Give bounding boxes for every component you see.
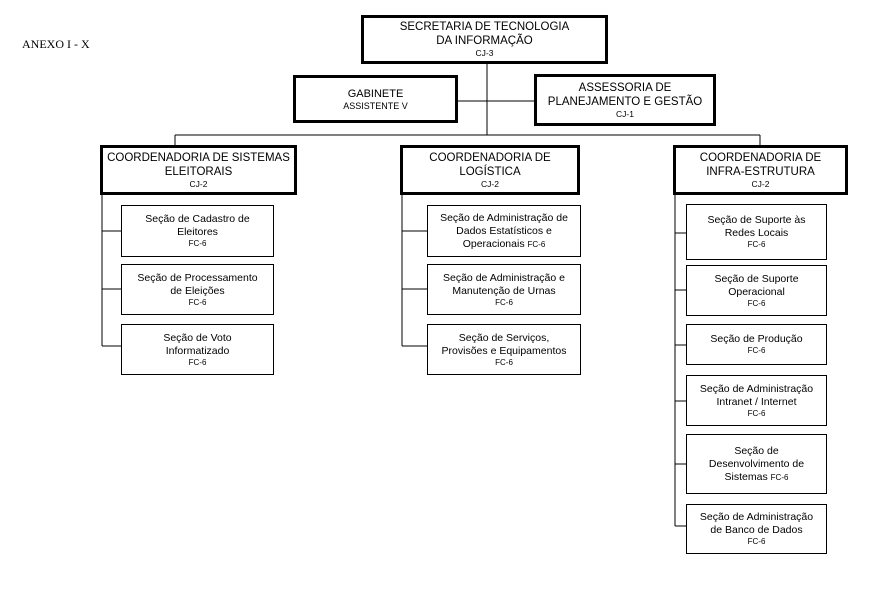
assessoria-box: ASSESSORIA DE PLANEJAMENTO E GESTÃO CJ-1 xyxy=(534,74,716,126)
coord-infra-box: COORDENADORIA DE INFRA-ESTRUTURA CJ-2 xyxy=(673,145,848,195)
coord-logistica-box: COORDENADORIA DE LOGÍSTICA CJ-2 xyxy=(400,145,580,195)
section-voto-informatizado: Seção de Voto Informatizado FC-6 xyxy=(121,324,274,375)
coord-sistemas-box: COORDENADORIA DE SISTEMAS ELEITORAIS CJ-… xyxy=(100,145,297,195)
section-cadastro-eleitores: Seção de Cadastro de Eleitores FC-6 xyxy=(121,205,274,257)
section-servicos-provisoes: Seção de Serviços, Provisões e Equipamen… xyxy=(427,324,581,375)
section-suporte-redes: Seção de Suporte às Redes Locais FC-6 xyxy=(686,204,827,260)
section-suporte-operacional: Seção de Suporte Operacional FC-6 xyxy=(686,265,827,316)
section-banco-dados: Seção de Administração de Banco de Dados… xyxy=(686,504,827,554)
section-manutencao-urnas: Seção de Administração e Manutenção de U… xyxy=(427,264,581,315)
section-processamento-eleicoes: Seção de Processamento de Eleições FC-6 xyxy=(121,264,274,315)
section-producao: Seção de Produção FC-6 xyxy=(686,324,827,365)
root-secretaria-box: SECRETARIA DE TECNOLOGIA DA INFORMAÇÃO C… xyxy=(361,15,608,64)
section-intranet-internet: Seção de Administração Intranet / Intern… xyxy=(686,375,827,426)
gabinete-box: GABINETE ASSISTENTE V xyxy=(293,75,458,123)
annex-label: ANEXO I - X xyxy=(22,37,90,51)
section-desenvolvimento-sistemas: Seção de Desenvolvimento de Sistemas FC-… xyxy=(686,434,827,494)
section-dados-estatisticos: Seção de Administração de Dados Estatíst… xyxy=(427,205,581,257)
